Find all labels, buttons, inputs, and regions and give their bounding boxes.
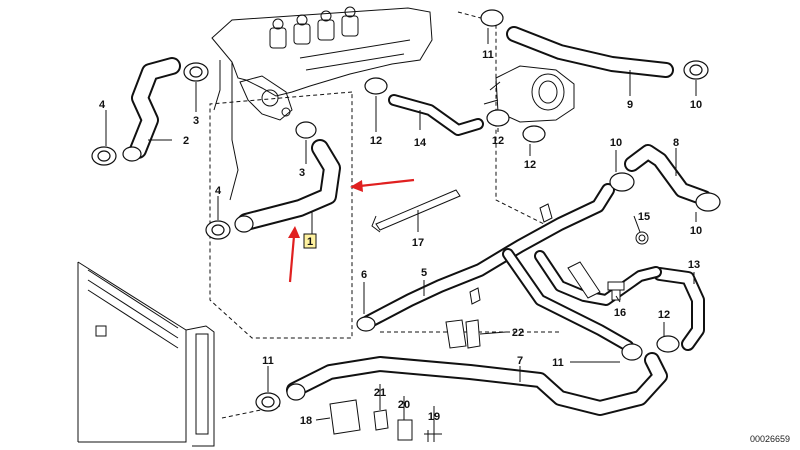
part-label-20: 20 [398,399,410,411]
highlight-box [303,233,317,249]
part-label-11a: 11 [482,49,494,61]
annotation-arrow-lower-head [288,226,300,238]
hose-1 [237,139,341,231]
part-label-10b: 10 [610,137,622,149]
part-label-18: 18 [300,415,312,427]
document-id: 00026659 [750,434,790,444]
annotation-arrows [288,178,415,283]
part-label-12c: 12 [524,159,536,171]
part-label-11b: 11 [262,355,274,367]
hose-7 [286,352,668,416]
part-label-4a: 4 [99,99,106,111]
part-labels: 1 2 3 3 4 4 5 6 7 8 9 10 10 10 11 11 11 … [99,49,790,444]
part-label-12a: 12 [370,135,382,147]
part-label-8: 8 [673,137,679,149]
part-label-22: 22 [512,327,524,339]
part-label-4b: 4 [215,185,222,197]
part-label-3a: 3 [193,115,199,127]
part-label-12d: 12 [658,309,670,321]
thermostat-housing [239,75,293,121]
pipe-5 [361,183,662,352]
part-label-14: 14 [414,137,427,149]
part-label-10c: 10 [690,225,702,237]
throttle-body [483,65,575,123]
part-label-7: 7 [517,355,523,367]
part-label-16: 16 [614,307,626,319]
part-label-1: 1 [307,236,313,248]
part-label-11c: 11 [552,357,564,369]
cable-tie-17 [371,189,461,233]
annotation-arrow-lower [288,235,296,283]
radiator [77,261,215,447]
part-label-21: 21 [374,387,386,399]
part-label-12b: 12 [492,135,504,147]
hose-13 [653,267,705,351]
hose-9 [506,26,674,78]
part-label-13: 13 [688,259,700,271]
hose-2 [129,57,181,159]
small-parts [329,203,649,442]
part-label-10a: 10 [690,99,702,111]
leader-lines [105,28,697,430]
part-label-2: 2 [183,135,189,147]
part-label-3b: 3 [299,167,305,179]
hose-clamps [91,9,721,412]
part-label-17: 17 [412,237,424,249]
part-label-19: 19 [428,411,440,423]
engine-block [211,6,433,201]
dash-outline-left [209,91,353,339]
part-label-6: 6 [361,269,367,281]
part-label-5: 5 [421,267,427,279]
annotation-arrow-upper-head [350,180,363,192]
hose-8 [624,144,712,206]
hose-14 [388,94,484,136]
part-label-9: 9 [627,99,633,111]
annotation-arrow-upper [359,178,415,188]
part-label-15: 15 [638,211,650,223]
